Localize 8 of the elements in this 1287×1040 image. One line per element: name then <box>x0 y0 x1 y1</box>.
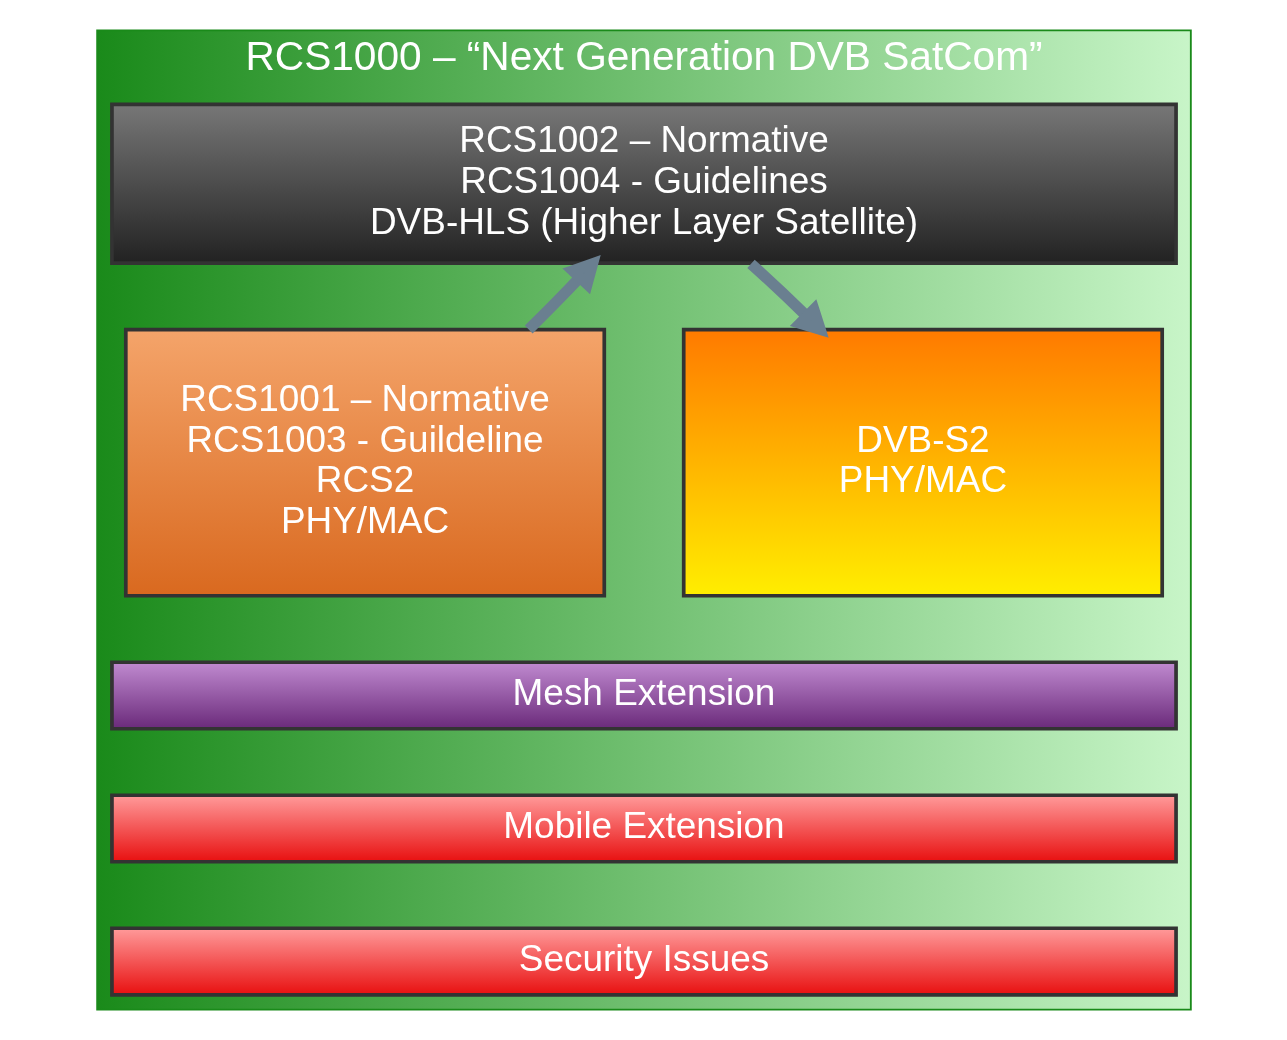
arrow <box>524 255 601 334</box>
node-box: RCS1001 – Normative RCS1003 - Guildeline RCS2 PHY/MAC <box>123 327 606 598</box>
node-box: Mesh Extension <box>109 660 1178 731</box>
node-box: RCS1002 – Normative RCS1004 - Guidelines DVB-HLS (Higher Layer Satellite) <box>109 102 1178 266</box>
node-box: Mobile Extension <box>109 793 1178 864</box>
node-box: Security Issues <box>109 926 1178 997</box>
node-box: DVB-S2 PHY/MAC <box>681 327 1164 598</box>
arrow <box>746 259 829 338</box>
